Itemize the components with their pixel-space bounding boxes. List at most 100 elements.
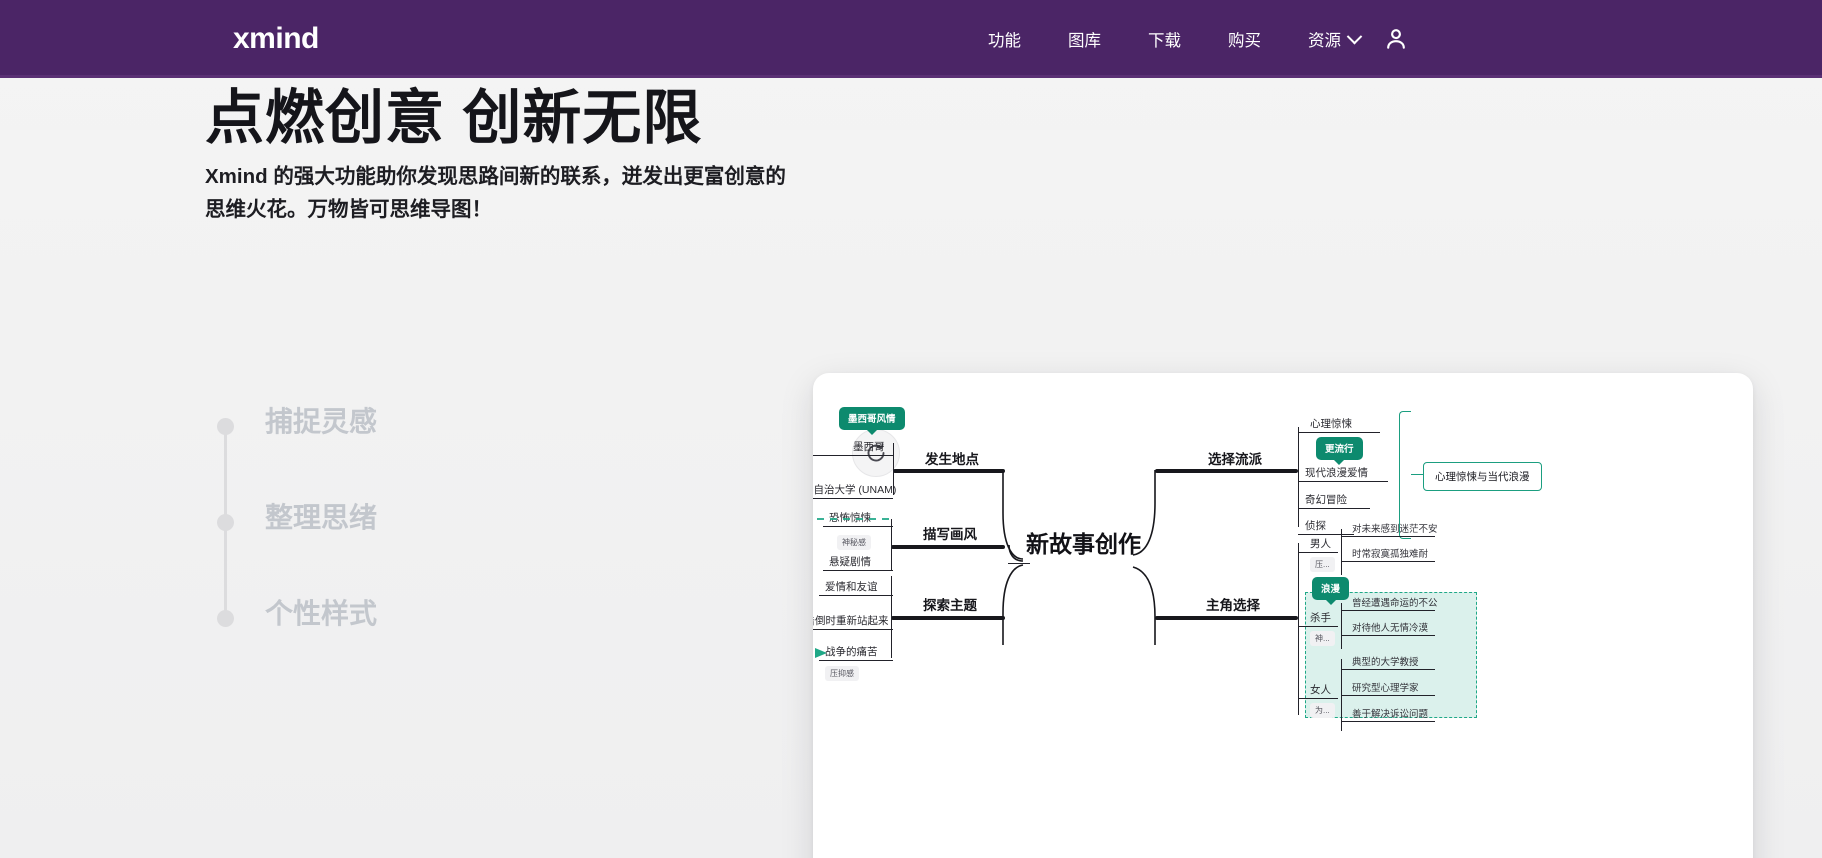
trait-killer-1[interactable]: 曾经遭遇命运的不公 [1352,598,1438,609]
node-man[interactable]: 男人 [1310,538,1331,550]
step-label: 个性样式 [265,598,378,629]
tag-killer: 神... [1310,631,1335,646]
node-underline [823,570,893,572]
branch-edge-theme [891,616,1005,620]
node-underline [823,526,893,528]
node-horror[interactable]: 恐怖惊悚 [829,512,871,524]
badge-more-popular: 更流行 [1316,437,1363,460]
node-fantasy-adventure[interactable]: 奇幻冒险 [1305,494,1347,506]
nav-item-features[interactable]: 功能 [988,27,1021,51]
node-underline [1341,695,1435,697]
branch-label-theme[interactable]: 探索主题 [923,598,977,613]
group-spine-man [1341,529,1343,575]
summary-bracket [1399,411,1411,539]
branch-spine-style [891,519,893,571]
summary-node-genre[interactable]: 心理惊悚与当代浪漫 [1423,462,1542,491]
step-item-style[interactable]: 个性样式 [213,592,377,688]
step-label: 整理思绪 [265,502,378,533]
step-dot-icon [217,418,234,435]
node-underline [819,660,893,662]
trait-man-1[interactable]: 对未来感到迷茫不安 [1352,524,1438,535]
branch-spine-location [893,443,895,495]
feature-step-list: 捕捉灵感 整理思绪 个性样式 [213,400,377,688]
step-dot-icon [217,514,234,531]
mindmap-root-node[interactable]: 新故事创作 [1026,531,1141,557]
node-psych-thriller[interactable]: 心理惊悚 [1310,418,1352,430]
selection-region[interactable] [1305,592,1477,718]
page-title: 点燃创意 创新无限 [205,85,703,151]
branch-edge-location [893,469,1005,473]
node-war-pain[interactable]: 战争的痛苦 [825,646,878,658]
node-underline [819,595,893,597]
nav-item-buy[interactable]: 购买 [1228,27,1261,51]
summary-connector [1411,474,1423,476]
node-underline [1298,626,1338,628]
xmind-logo[interactable]: xmind [233,22,319,55]
node-detective[interactable]: 侦探 [1305,520,1326,532]
node-underline [813,455,893,457]
badge-mexico-style: 墨西哥风情 [839,407,905,430]
badge-romance: 浪漫 [1312,577,1350,600]
branch-edge-genre [1155,469,1298,473]
trait-man-2[interactable]: 时常寂寞孤独难耐 [1352,549,1429,560]
node-underline [1298,508,1370,510]
node-underline [1341,610,1435,612]
node-underline [1341,561,1435,563]
nav-item-features-label: 功能 [988,32,1021,50]
trait-woman-2[interactable]: 研究型心理学家 [1352,683,1419,694]
node-underline [1341,721,1435,723]
trait-woman-1[interactable]: 典型的大学教授 [1352,657,1419,668]
top-navigation-bar: xmind 功能 图库 下载 购买 资源 [0,0,1822,78]
node-underline [1341,635,1435,637]
branch-label-style[interactable]: 描写画风 [923,527,977,542]
nav-item-gallery[interactable]: 图库 [1068,27,1101,51]
nav-links: 功能 图库 下载 购买 资源 [988,27,1363,51]
node-modern-romance[interactable]: 现代浪漫爱情 [1305,467,1368,479]
branch-edge-style [891,545,1005,549]
tag-woman: 为... [1310,703,1335,718]
tag-oppressive: 压抑感 [825,666,859,681]
node-underline [1298,481,1388,483]
branch-label-genre[interactable]: 选择流派 [1208,452,1262,467]
trait-woman-3[interactable]: 善于解决诉讼问题 [1352,709,1429,720]
branch-label-characters[interactable]: 主角选择 [1206,598,1260,613]
node-underline [1298,552,1338,554]
branch-label-location[interactable]: 发生地点 [925,452,979,467]
page-subtitle: Xmind 的强大功能助你发现思路间新的联系，迸发出更富创意的思维火花。万物皆可… [205,165,786,221]
person-icon[interactable] [1383,26,1409,52]
node-suspense[interactable]: 悬疑剧情 [829,556,871,568]
nav-item-gallery-label: 图库 [1068,32,1101,50]
node-underline [1341,669,1435,671]
tag-mystery: 神秘感 [837,535,871,550]
node-rise-again[interactable]: 被生活击倒时重新站起来 [813,615,889,627]
root-stub [1008,563,1030,565]
node-unam[interactable]: 墨西哥国立自治大学 (UNAM) [813,484,897,496]
branch-edge-characters [1155,616,1298,620]
step-dot-icon [217,610,234,627]
tag-man: 压... [1310,557,1335,572]
chevron-down-icon [1346,28,1363,44]
step-label: 捕捉灵感 [265,406,378,437]
node-underline [1341,536,1435,538]
nav-item-buy-label: 购买 [1228,32,1261,50]
branch-spine-genre [1298,427,1300,527]
node-killer[interactable]: 杀手 [1310,612,1331,624]
step-item-organize[interactable]: 整理思绪 [213,496,377,592]
node-underline [813,498,893,500]
nav-item-resources-label: 资源 [1308,32,1341,50]
node-mexico[interactable]: 墨西哥 [853,441,885,453]
nav-item-download[interactable]: 下载 [1148,27,1181,51]
node-underline [1298,432,1380,434]
branch-spine-characters [1298,543,1300,715]
nav-item-resources[interactable]: 资源 [1308,27,1363,51]
node-underline [1298,534,1354,536]
group-spine-killer [1341,603,1343,649]
node-woman[interactable]: 女人 [1310,684,1331,696]
branch-spine-theme [891,576,893,658]
node-love-friendship[interactable]: 爱情和友谊 [825,581,878,593]
step-item-capture[interactable]: 捕捉灵感 [213,400,377,496]
trait-killer-2[interactable]: 对待他人无情冷漠 [1352,623,1429,634]
node-underline [813,629,893,631]
mindmap-preview-card: 新故事创作 发生地点 墨西哥风情 墨西哥 墨西哥国立自治大学 (UNAM) 描写… [813,373,1753,858]
